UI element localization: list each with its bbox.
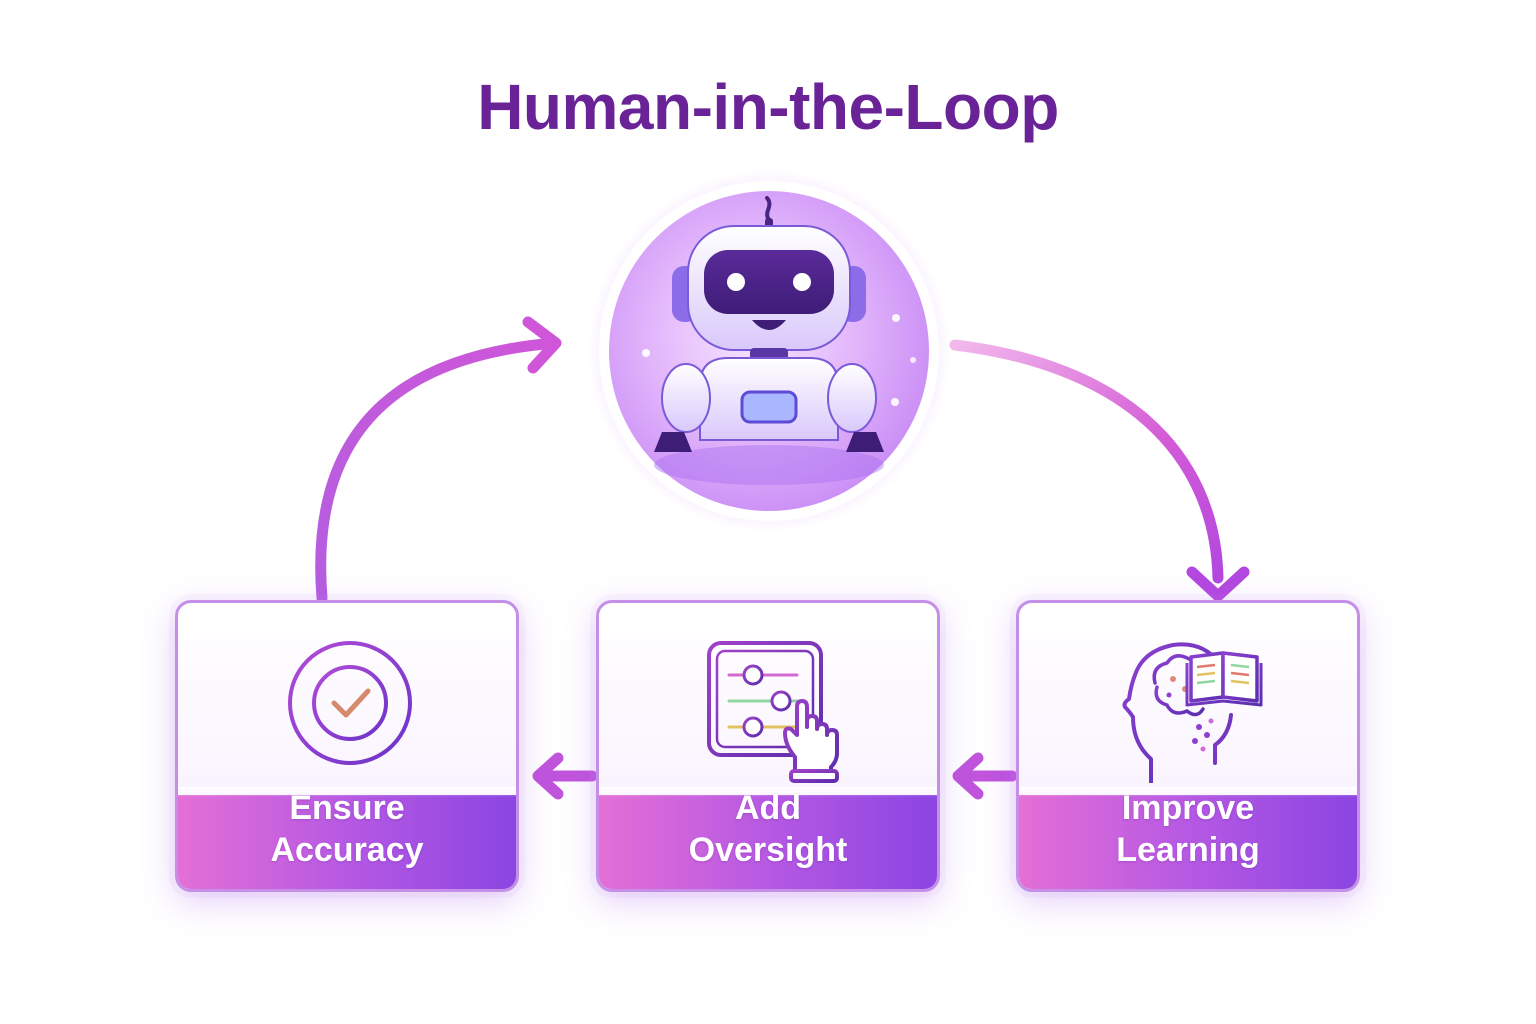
- diagram-title: Human-in-the-Loop: [477, 71, 1059, 143]
- card-label-line1: Improve: [1121, 789, 1255, 827]
- card-label: Ensure Accuracy: [178, 787, 516, 871]
- card-add-oversight: Add Oversight: [596, 600, 940, 892]
- arrowhead-robot: [522, 316, 562, 374]
- card-label-line2: Oversight: [688, 831, 848, 869]
- target-check-icon: [274, 627, 426, 779]
- card-label-line2: Accuracy: [270, 831, 424, 869]
- card-band: [599, 787, 937, 889]
- robot-node: [588, 170, 950, 532]
- card-band: [178, 787, 516, 889]
- card-label-line2: Learning: [1116, 831, 1260, 869]
- arrowhead-learning: [1186, 566, 1250, 602]
- card-improve-learning: Improve Learning: [1016, 600, 1360, 892]
- card-label-line1: Ensure: [289, 789, 405, 827]
- card-ensure-accuracy: Ensure Accuracy: [175, 600, 519, 892]
- arrowhead-oversight: [952, 752, 984, 800]
- robot-icon: [588, 170, 950, 532]
- card-band: [1019, 787, 1357, 889]
- arrowhead-accuracy: [532, 752, 564, 800]
- card-label: Improve Learning: [1019, 787, 1357, 871]
- control-panel-hand-icon: [707, 641, 839, 783]
- card-label-line1: Add: [734, 789, 802, 827]
- card-label: Add Oversight: [599, 787, 937, 871]
- arrow-accuracy-to-robot: [315, 337, 561, 604]
- head-book-icon: [1122, 642, 1263, 783]
- arrow-robot-to-learning: [949, 339, 1224, 584]
